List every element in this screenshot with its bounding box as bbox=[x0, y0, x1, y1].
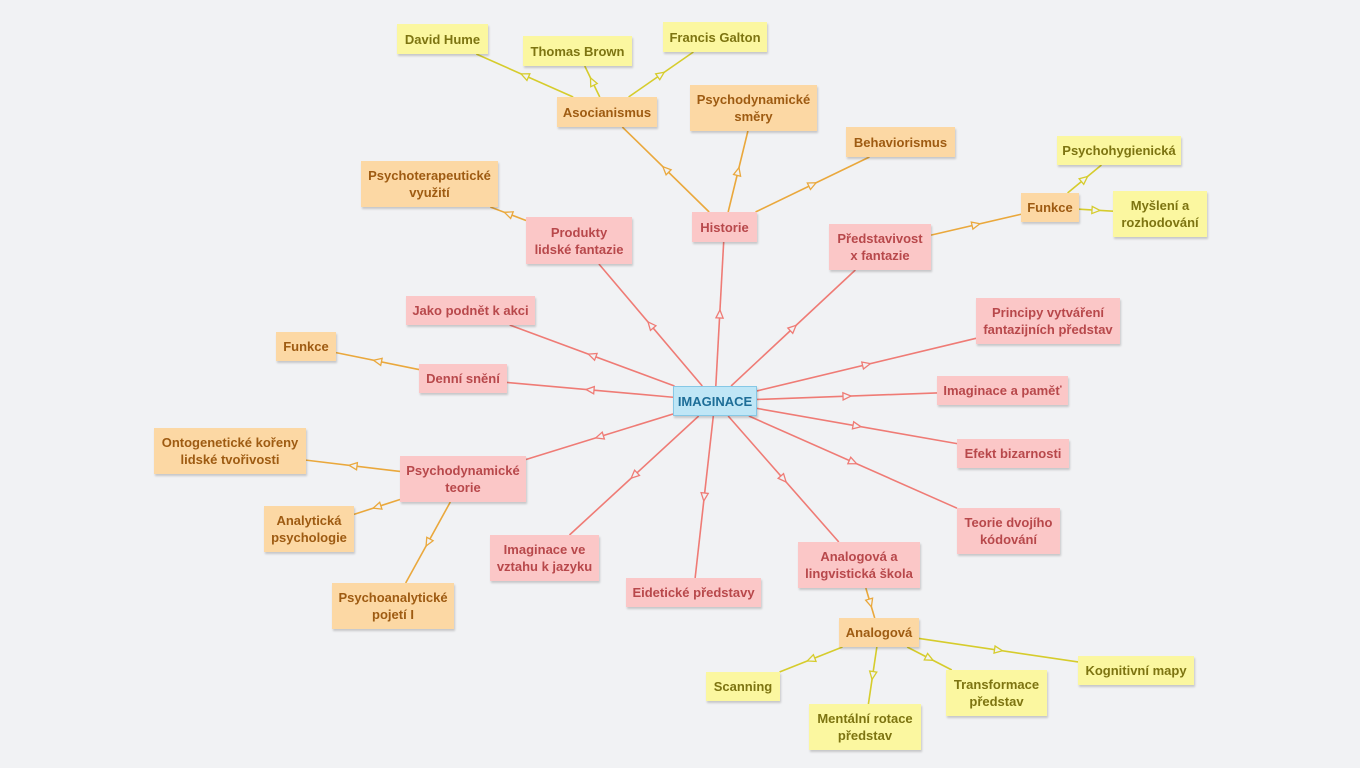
arrowhead-transformace bbox=[923, 652, 935, 662]
arrowhead-principy bbox=[860, 361, 872, 371]
subbranch-node-funkce-right[interactable]: Funkce bbox=[1021, 193, 1079, 222]
branch-node-principy[interactable]: Principy vytváření fantazijních představ bbox=[976, 298, 1120, 344]
subbranch-node-ontogeneticke[interactable]: Ontogenetické kořeny lidské tvořivosti bbox=[154, 428, 306, 474]
arrowhead-mysleni bbox=[1091, 205, 1102, 215]
subbranch-node-asocianismus[interactable]: Asocianismus bbox=[557, 97, 657, 127]
subbranch-node-psychoterapeuticke[interactable]: Psychoterapeutické využití bbox=[361, 161, 498, 207]
leaf-node-mentalni-rotace[interactable]: Mentální rotace představ bbox=[809, 704, 921, 750]
branch-node-teorie-dvojiho[interactable]: Teorie dvojího kódování bbox=[957, 508, 1060, 554]
arrowhead-jako-podnet bbox=[586, 352, 599, 362]
branch-node-predstavivost[interactable]: Představivost x fantazie bbox=[829, 224, 931, 270]
leaf-node-kognitivni-mapy[interactable]: Kognitivní mapy bbox=[1078, 656, 1194, 685]
arrowhead-analogova-skola bbox=[776, 472, 788, 484]
leaf-node-psychohygienicka[interactable]: Psychohygienická bbox=[1057, 136, 1181, 165]
root-node-imaginace[interactable]: IMAGINACE bbox=[673, 386, 757, 416]
subbranch-node-psychodynamicke-smery[interactable]: Psychodynamické směry bbox=[690, 85, 817, 131]
branch-node-analogova-skola[interactable]: Analogová a lingvistická škola bbox=[798, 542, 920, 588]
branch-node-efekt-bizarnosti[interactable]: Efekt bizarnosti bbox=[957, 439, 1069, 468]
arrowhead-asocianismus bbox=[661, 165, 673, 177]
branch-node-produkty[interactable]: Produkty lidské fantazie bbox=[526, 217, 632, 264]
branch-node-eideticke[interactable]: Eidetické představy bbox=[626, 578, 761, 607]
arrowhead-psychodynamicke-smery bbox=[732, 166, 742, 178]
arrowhead-imaginace-jazyk bbox=[629, 468, 641, 480]
arrowhead-funkce-left bbox=[372, 357, 383, 367]
subbranch-node-behaviorismus[interactable]: Behaviorismus bbox=[846, 127, 955, 157]
arrowhead-francis-galton bbox=[654, 71, 666, 81]
branch-node-jako-podnet[interactable]: Jako podnět k akci bbox=[406, 296, 535, 325]
leaf-node-david-hume[interactable]: David Hume bbox=[397, 24, 488, 54]
arrowhead-thomas-brown bbox=[589, 76, 599, 88]
branch-node-denni-sneni[interactable]: Denní snění bbox=[419, 364, 507, 393]
branch-node-imaginace-jazyk[interactable]: Imaginace ve vztahu k jazyku bbox=[490, 535, 599, 581]
arrowhead-predstavivost bbox=[786, 324, 798, 335]
arrowhead-produkty bbox=[646, 320, 658, 332]
branch-node-psychodynamicke-teorie[interactable]: Psychodynamické teorie bbox=[400, 456, 526, 502]
arrowhead-psychoanalyticke bbox=[425, 536, 435, 548]
arrowhead-psychohygienicka bbox=[1077, 175, 1089, 186]
subbranch-node-analogova[interactable]: Analogová bbox=[839, 618, 919, 647]
arrowhead-analyticka bbox=[371, 501, 383, 510]
arrowhead-teorie-dvojiho bbox=[846, 456, 859, 465]
arrowhead-david-hume bbox=[519, 73, 531, 82]
arrowhead-behaviorismus bbox=[806, 182, 818, 191]
arrowhead-psychoterapeuticke bbox=[502, 211, 515, 220]
arrowhead-eideticke bbox=[700, 491, 710, 503]
arrowhead-psychodynamicke-teorie bbox=[594, 430, 606, 440]
leaf-node-thomas-brown[interactable]: Thomas Brown bbox=[523, 36, 632, 66]
leaf-node-mysleni[interactable]: Myšlení a rozhodování bbox=[1113, 191, 1207, 237]
subbranch-node-psychoanalyticke[interactable]: Psychoanalytické pojetí I bbox=[332, 583, 454, 629]
arrowhead-scanning bbox=[805, 653, 818, 663]
arrowhead-mentalni-rotace bbox=[868, 670, 878, 682]
branch-node-imaginace-pamet[interactable]: Imaginace a paměť bbox=[937, 376, 1068, 405]
arrowhead-analogova bbox=[864, 597, 874, 609]
arrowhead-denni-sneni bbox=[584, 385, 596, 395]
branch-node-historie[interactable]: Historie bbox=[692, 212, 757, 242]
leaf-node-scanning[interactable]: Scanning bbox=[706, 672, 780, 701]
arrowhead-imaginace-pamet bbox=[842, 391, 853, 401]
leaf-node-francis-galton[interactable]: Francis Galton bbox=[663, 22, 767, 52]
arrowhead-historie bbox=[714, 308, 725, 319]
arrowhead-ontogeneticke bbox=[347, 461, 359, 471]
leaf-node-transformace[interactable]: Transformace představ bbox=[946, 670, 1047, 716]
subbranch-node-analyticka[interactable]: Analytická psychologie bbox=[264, 506, 354, 552]
subbranch-node-funkce-left[interactable]: Funkce bbox=[276, 332, 336, 361]
arrowhead-funkce-right bbox=[970, 221, 982, 231]
arrowhead-kognitivni-mapy bbox=[993, 644, 1005, 655]
arrowhead-efekt-bizarnosti bbox=[851, 420, 863, 430]
